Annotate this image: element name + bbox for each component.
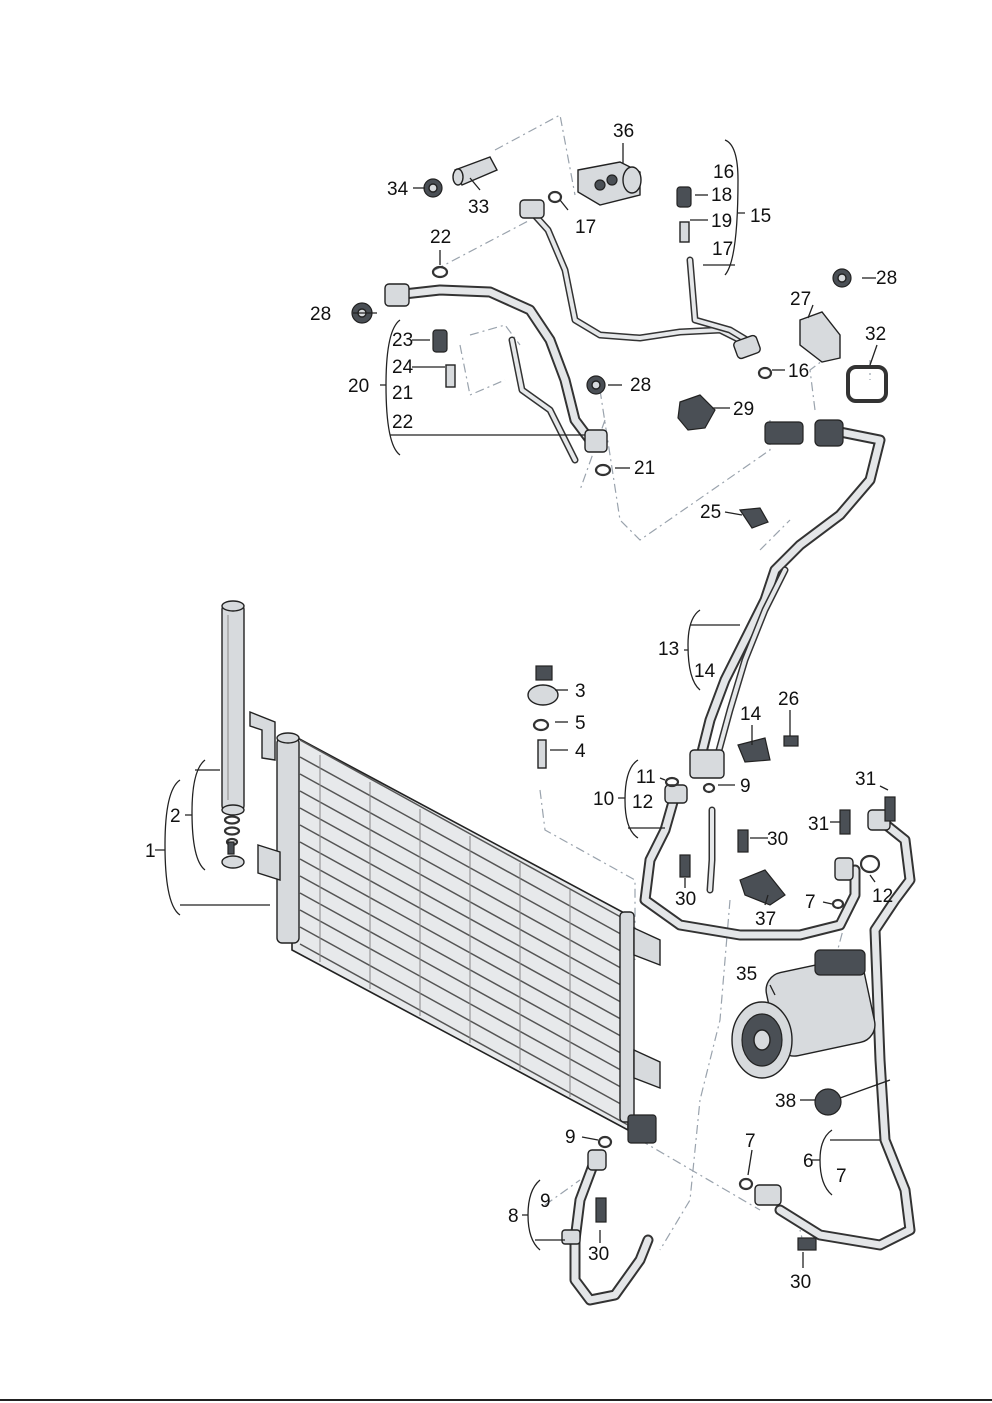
callout-17-brace: 17 — [712, 239, 733, 260]
callout-37: 37 — [755, 909, 776, 930]
callout-28-left: 28 — [310, 304, 331, 325]
callout-30-left: 30 — [675, 889, 696, 910]
callout-23: 23 — [392, 330, 413, 351]
callout-19: 19 — [711, 211, 732, 232]
callout-16-brace: 16 — [713, 162, 734, 183]
callout-8: 8 — [508, 1206, 519, 1227]
callout-36: 36 — [613, 121, 634, 142]
drier-seals — [221, 815, 245, 869]
callout-21-seal: 21 — [634, 458, 655, 479]
callout-9-brace: 9 — [540, 1191, 551, 1212]
bolts — [595, 735, 896, 1251]
callout-7-lower: 7 — [745, 1131, 756, 1152]
callout-14-clip: 14 — [740, 704, 762, 725]
callout-17-seal: 17 — [575, 217, 596, 238]
callout-33: 33 — [468, 197, 489, 218]
nut-28-mid — [586, 375, 606, 395]
callout-21-brace: 21 — [392, 383, 413, 404]
callout-30-lower-right: 30 — [790, 1272, 811, 1293]
seal-rings — [431, 190, 881, 1191]
callout-14-brace: 14 — [694, 661, 716, 682]
pipe-compressor-right — [774, 814, 916, 1251]
condenser — [249, 710, 661, 1144]
callout-4: 4 — [575, 741, 586, 762]
callout-12-right: 12 — [872, 886, 893, 907]
callout-9-center: 9 — [740, 776, 751, 797]
pipe-fittings — [384, 199, 891, 1245]
callout-3: 3 — [575, 681, 586, 702]
pressure-sender — [527, 665, 559, 706]
pipe-main-parallel — [711, 566, 789, 769]
callout-5: 5 — [575, 713, 586, 734]
pipe-small-dashed-branch — [508, 336, 579, 464]
leader-lines — [155, 139, 891, 1268]
callout-24: 24 — [392, 357, 414, 378]
callout-9-lower: 9 — [565, 1127, 576, 1148]
callout-11: 11 — [636, 767, 656, 788]
pipe-upper-right-vertical — [686, 256, 759, 349]
callout-7-washer: 7 — [805, 892, 816, 913]
callout-22-seal: 22 — [430, 227, 451, 248]
callout-30-center: 30 — [767, 829, 788, 850]
brackets-and-clips — [677, 311, 888, 1116]
pipe-main-high-pressure — [694, 424, 886, 766]
callout-35: 35 — [736, 964, 757, 985]
expansion-valve — [577, 161, 642, 206]
callout-labels: 1 2 3 5 4 6 7 7 7 8 9 9 9 10 11 12 12 13… — [145, 121, 897, 1293]
receiver-drier — [221, 600, 245, 816]
callout-29: 29 — [733, 399, 754, 420]
pipe-lower-left-hose — [569, 1154, 654, 1306]
callout-28-mid: 28 — [630, 375, 651, 396]
pipe-compressor-suction-loop — [639, 789, 861, 941]
condenser-fins — [299, 739, 629, 1126]
callout-25: 25 — [700, 502, 721, 523]
callout-13: 13 — [658, 639, 679, 660]
nut-34 — [423, 178, 443, 198]
callout-18: 18 — [711, 185, 732, 206]
callout-12-brace: 12 — [632, 792, 653, 813]
nut-28-right — [832, 268, 852, 288]
callout-31-top: 31 — [855, 769, 876, 790]
callout-2: 2 — [170, 806, 181, 827]
callout-27: 27 — [790, 289, 811, 310]
callout-15: 15 — [750, 206, 771, 227]
callout-10: 10 — [593, 789, 614, 810]
callout-31-mid: 31 — [808, 814, 829, 835]
callout-28-right: 28 — [876, 268, 897, 289]
callout-7-brace: 7 — [836, 1166, 847, 1187]
callout-20: 20 — [348, 376, 369, 397]
callout-1: 1 — [145, 841, 156, 862]
callout-30-lower-left: 30 — [588, 1244, 609, 1265]
callout-22-brace: 22 — [392, 412, 413, 433]
callout-6: 6 — [803, 1151, 814, 1172]
service-valves — [432, 186, 692, 769]
callout-34: 34 — [387, 179, 409, 200]
callout-38: 38 — [775, 1091, 796, 1112]
protective-cap — [452, 156, 498, 186]
callout-32: 32 — [865, 324, 886, 345]
pipe-center-vertical — [706, 806, 716, 894]
callout-26: 26 — [778, 689, 799, 710]
pipe-upper-evaporator-line — [389, 284, 596, 446]
pipe-upper-suction-thin — [526, 206, 754, 349]
callout-16-seal: 16 — [788, 361, 809, 382]
ac-compressor — [731, 949, 876, 1079]
